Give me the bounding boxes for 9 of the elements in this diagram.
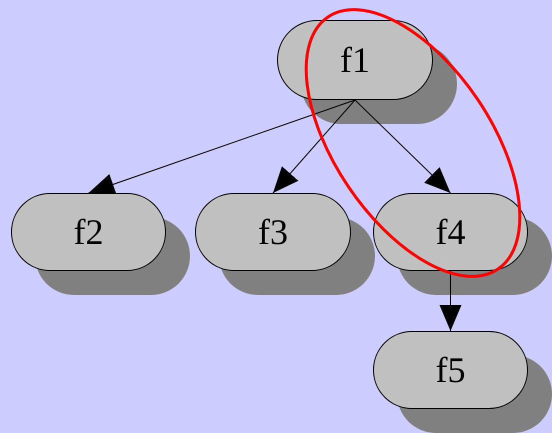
node-label: f2: [74, 214, 104, 250]
arrow: [88, 100, 356, 195]
rounded-node: [373, 193, 528, 271]
node-label: f3: [258, 214, 288, 250]
arrow: [354, 100, 451, 194]
node-label: f1: [340, 42, 370, 78]
node-label: f5: [436, 352, 466, 388]
arrow: [272, 100, 356, 194]
node-label: f4: [436, 214, 466, 250]
